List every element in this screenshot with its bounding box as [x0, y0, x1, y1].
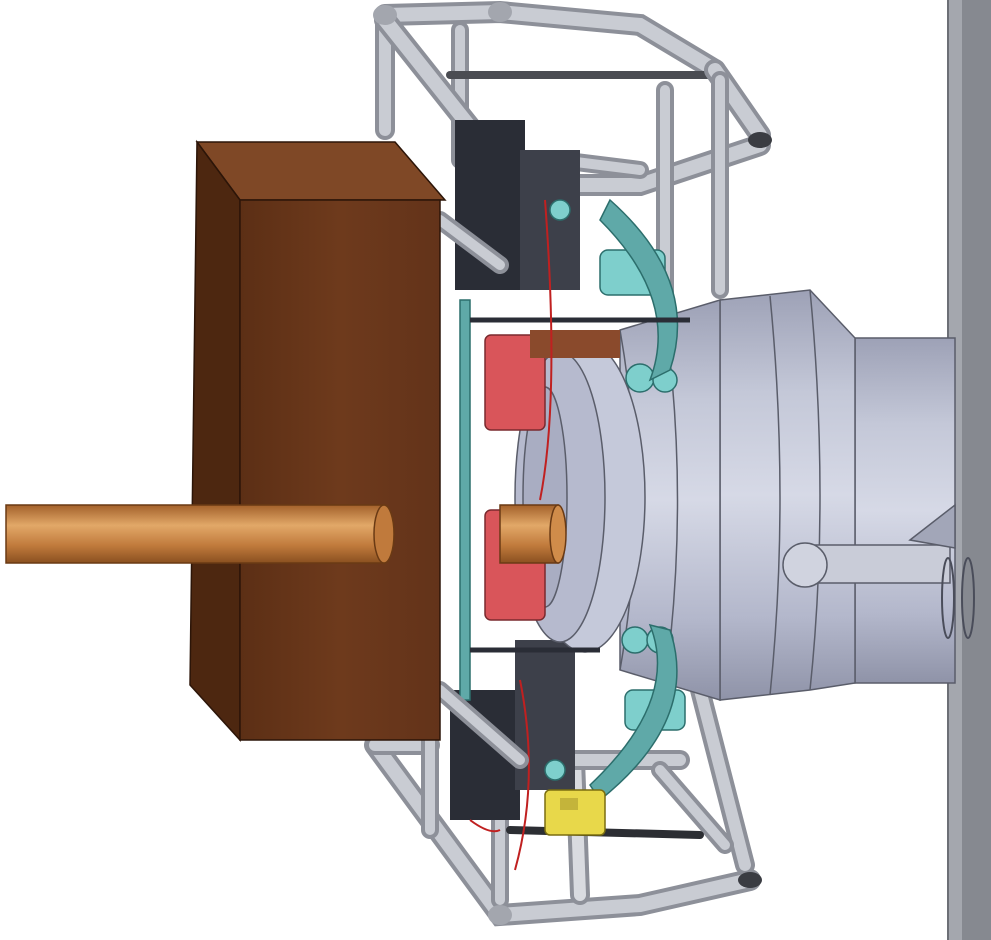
- tube-caps: [373, 2, 772, 925]
- front-frame-tubes: [431, 211, 529, 769]
- wall-plate: [947, 0, 991, 940]
- yellow-part: [544, 789, 606, 836]
- red-wiring: [469, 199, 553, 871]
- wood-block-icon: [189, 139, 447, 742]
- rod-icon: [5, 504, 567, 564]
- frame-icon: [364, 0, 771, 927]
- linkage-parts: [459, 198, 690, 802]
